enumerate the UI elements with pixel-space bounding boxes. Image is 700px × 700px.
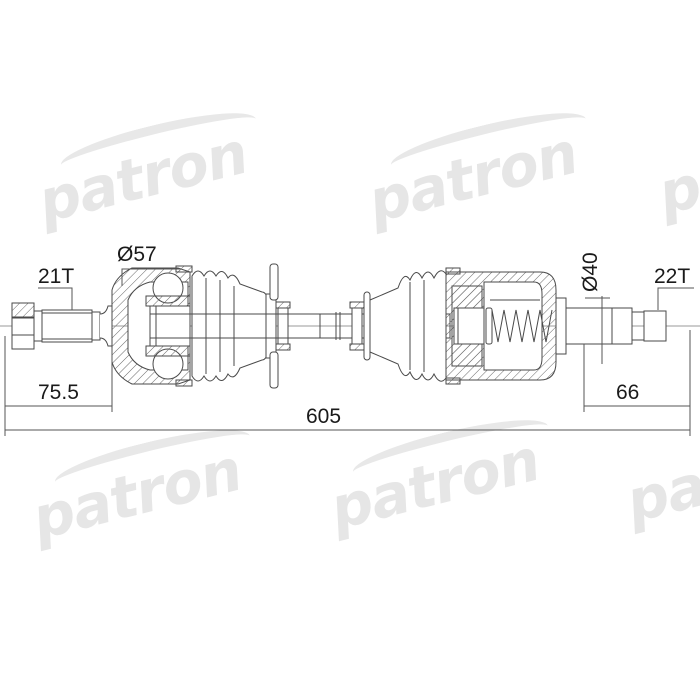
outer-spline-teeth-label: 21T (38, 265, 75, 288)
inner-stub-length-label: 66 (616, 381, 640, 404)
leader-21t (38, 287, 73, 310)
outer-stub-length-label: 75.5 (38, 381, 79, 404)
inner-spline-teeth-label: 22T (654, 265, 691, 288)
total-length-label: 605 (306, 405, 342, 428)
outer-joint-diameter-label: Ø57 (117, 243, 157, 266)
inner-joint-diameter-label: Ø40 (579, 252, 602, 292)
outer-spline (41, 309, 93, 343)
outer-nut (11, 302, 35, 350)
inner-spline (643, 310, 667, 342)
